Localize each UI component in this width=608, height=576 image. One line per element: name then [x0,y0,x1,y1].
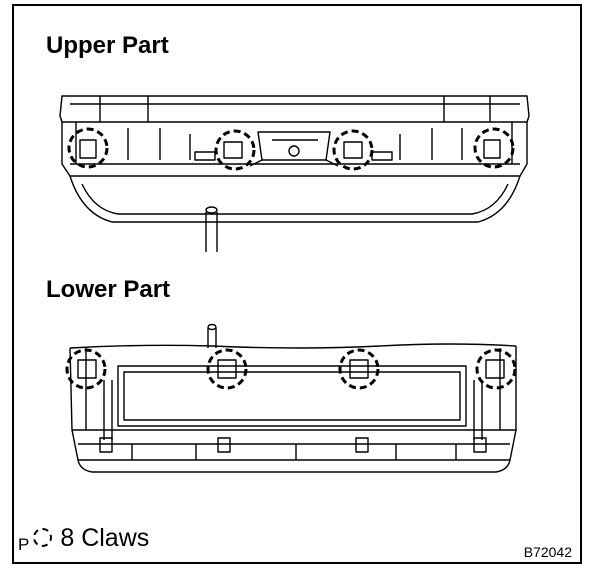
dashed-circle-claw-icon [33,527,53,547]
legend-prefix: P [18,535,30,554]
legend: P 8 Claws [18,524,150,554]
claw-marker [214,129,256,171]
lower-part-drawing [65,323,517,473]
figure-code: B72042 [523,544,572,560]
claw-marker [206,348,248,390]
upper-part-drawing [59,95,530,252]
claw-marker [475,348,517,390]
legend-text: 8 Claws [60,524,150,552]
claw-marker [332,129,374,171]
claw-marker [67,127,109,169]
claw-marker [65,348,107,390]
figure-border [12,4,582,564]
upper-part-heading: Upper Part [46,32,169,59]
claw-marker [473,127,515,169]
claw-marker [338,348,380,390]
lower-part-heading: Lower Part [46,276,171,303]
